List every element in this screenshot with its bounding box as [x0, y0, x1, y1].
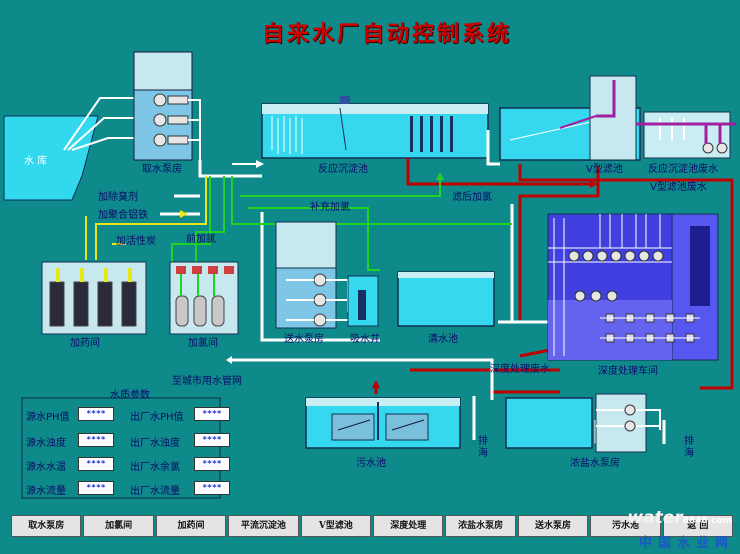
label-reaction-tank[interactable]: 反应沉淀池 — [318, 164, 368, 175]
param-display: **** — [194, 433, 230, 447]
label-pac: 加聚合铝铁 — [98, 210, 148, 221]
param-label: 出厂水PH值 — [130, 412, 184, 423]
nav-bar: 取水泵房 加氯间 加药间 平流沉淀池 V型滤池 深度处理 浓盐水泵房 送水泵房 … — [10, 515, 734, 537]
label-discharge-1: 排海 — [478, 436, 488, 459]
deep-pipes — [548, 214, 672, 356]
label-deep-room[interactable]: 深度处理车间 — [598, 366, 658, 377]
label-to-network: 至城市用水管网 — [172, 376, 242, 387]
raw-water-main — [198, 160, 262, 178]
nav-brine-pump-button[interactable]: 浓盐水泵房 — [445, 515, 516, 537]
param-label: 源水PH值 — [26, 412, 70, 423]
param-display: **** — [78, 433, 114, 447]
nav-chlor-room-button[interactable]: 加氯间 — [83, 515, 154, 537]
label-intake-pump[interactable]: 取水泵房 — [142, 164, 182, 175]
chlor-cylinders — [175, 295, 225, 327]
label-pre-chlorine: 前加氯 — [186, 234, 216, 245]
dosing-pipes — [85, 176, 207, 260]
water-pipes — [160, 130, 666, 444]
label-send-pump[interactable]: 送水泵房 — [284, 334, 324, 345]
param-label: 出厂水余氯 — [130, 462, 180, 473]
watermark-logo: water8848.com — [627, 508, 732, 528]
param-label: 源水流量 — [26, 486, 66, 497]
params-panel — [21, 397, 221, 499]
intake-pumps — [153, 93, 189, 147]
nav-v-filter-button[interactable]: V型滤池 — [300, 515, 372, 537]
label-post-chlorine: 滤后加氯 — [452, 192, 492, 203]
reservoir — [3, 115, 99, 201]
label-suction-well: 吸水井 — [350, 334, 380, 345]
param-display: **** — [78, 481, 114, 495]
label-brine-pump[interactable]: 浓盐水泵房 — [570, 458, 620, 469]
nav-dosing-room-button[interactable]: 加药间 — [155, 515, 227, 537]
filter-plates — [410, 116, 453, 152]
waste-tank — [643, 111, 731, 159]
label-supp-chlorine: 补充加氯 — [310, 202, 350, 213]
label-chlor-room[interactable]: 加氯间 — [188, 338, 218, 349]
param-label: 出厂水流量 — [130, 486, 180, 497]
watermark-text: 中国水业网 — [638, 536, 734, 551]
page-title: 自来水厂自动控制系统 — [262, 21, 513, 47]
brine-pump-house — [595, 393, 647, 453]
param-display: **** — [194, 407, 230, 421]
param-label: 出厂水浊度 — [130, 438, 180, 449]
waste-pipes — [374, 158, 734, 394]
param-label: 源水浊度 — [26, 438, 66, 449]
param-label: 源水水温 — [26, 462, 66, 473]
label-vfilter-waste: V型滤池废水 — [650, 182, 707, 193]
brine-tank — [505, 397, 593, 449]
label-ozone: 加除臭剂 — [98, 192, 138, 203]
nav-intake-pump-button[interactable]: 取水泵房 — [11, 515, 82, 537]
label-clear-water: 清水池 — [428, 334, 458, 345]
deep-pumps — [568, 250, 664, 302]
dosing-tanks — [49, 281, 137, 327]
label-reservoir: 水 库 — [24, 156, 48, 167]
nav-sewage-pool-button[interactable]: 污水池 — [590, 515, 661, 537]
label-discharge-2: 排海 — [684, 436, 694, 459]
label-sewage-pool[interactable]: 污水池 — [356, 458, 386, 469]
label-dosing-room[interactable]: 加药间 — [70, 338, 100, 349]
label-reaction-waste: 反应沉淀池废水 — [648, 164, 718, 175]
param-display: **** — [78, 457, 114, 471]
reaction-baffles — [271, 116, 303, 154]
param-display: **** — [78, 407, 114, 421]
label-v-filter[interactable]: V型滤池 — [586, 164, 623, 175]
param-display: **** — [194, 481, 230, 495]
clear-water-tank — [397, 271, 495, 327]
params-title: 水质参数 — [110, 390, 150, 401]
label-carbon: 加活性炭 — [116, 236, 156, 247]
nav-send-pump-button[interactable]: 送水泵房 — [517, 515, 589, 537]
intake-pipes — [63, 97, 136, 151]
label-deep-waste: 深度处理废水 — [490, 364, 550, 375]
nav-back-button[interactable]: 返 回 — [662, 515, 734, 537]
nav-deep-treatment-button[interactable]: 深度处理 — [373, 515, 444, 537]
param-display: **** — [194, 457, 230, 471]
nav-sedimentation-button[interactable]: 平流沉淀池 — [228, 515, 299, 537]
chlorine-pipes — [171, 176, 512, 271]
